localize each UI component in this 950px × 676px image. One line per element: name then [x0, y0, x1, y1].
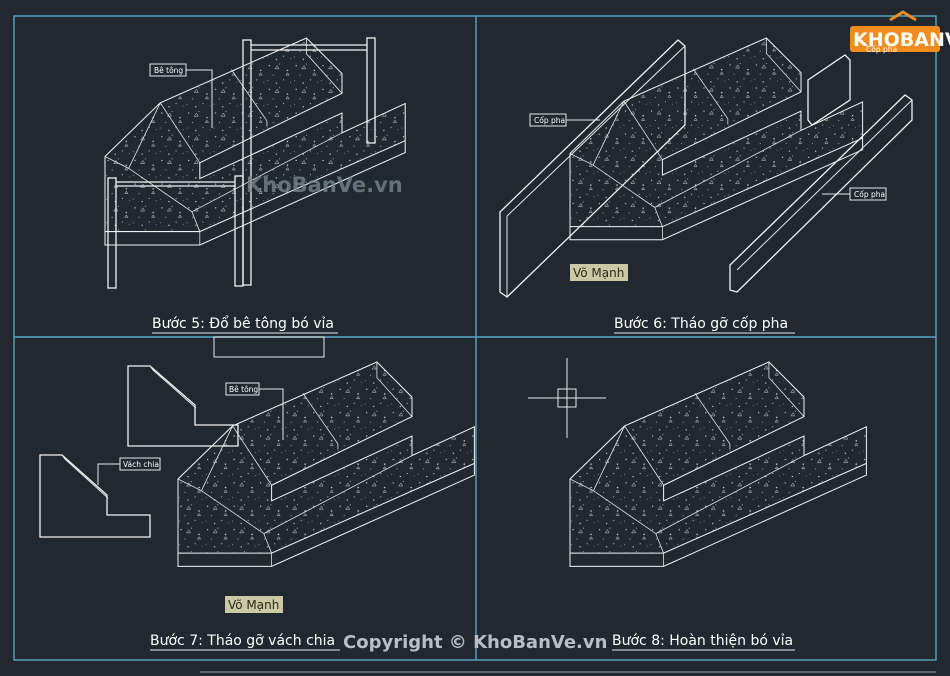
step-6-caption: Bước 6: Tháo gỡ cốp pha	[614, 315, 788, 332]
crosshair-cursor-icon	[528, 358, 606, 438]
step-6-formwork-tag-top: Cốp pha	[866, 45, 897, 54]
step-6-author-badge	[570, 264, 628, 281]
step-6-formwork-tag-left: Cốp pha	[534, 116, 565, 125]
drawing-frame	[13, 15, 937, 661]
step-5-concrete-tag: Bê tông	[154, 66, 183, 75]
step-7-caption: Bước 7: Tháo gỡ vách chia	[150, 633, 335, 649]
step-7-panel: Bê tông Vách chia Võ Mạnh Bước 7: Tháo g…	[39, 361, 475, 651]
step-7-author-badge	[225, 596, 283, 613]
step-7-author-text: Võ Mạnh	[228, 598, 279, 612]
brand-logo: KHOBANVE	[850, 10, 950, 52]
watermark-copyright: Copyright © KhoBanVe.vn	[343, 632, 607, 653]
watermark-site: KhoBanVe.vn	[246, 173, 403, 197]
step-7-concrete-tag: Bê tông	[229, 385, 258, 394]
step-5-caption: Bước 5: Đổ bê tông bó vỉa	[152, 315, 334, 332]
step-8-panel: Bước 8: Hoàn thiện bó vỉa	[528, 358, 867, 651]
step-6-formwork-tag-right: Cốp pha	[854, 190, 885, 199]
step-6-panel: Cốp pha Cốp pha Cốp pha Võ Mạnh Bước 6: …	[499, 37, 913, 334]
step-6-author-text: Võ Mạnh	[573, 266, 624, 280]
step-5-panel: Bê tông Bước 5: Đổ bê tông bó vỉa	[104, 37, 406, 358]
step-7-divider-tag: Vách chia	[123, 460, 159, 469]
logo-text: KHOBANVE	[853, 29, 950, 51]
step-8-caption: Bước 8: Hoàn thiện bó vỉa	[612, 633, 793, 649]
